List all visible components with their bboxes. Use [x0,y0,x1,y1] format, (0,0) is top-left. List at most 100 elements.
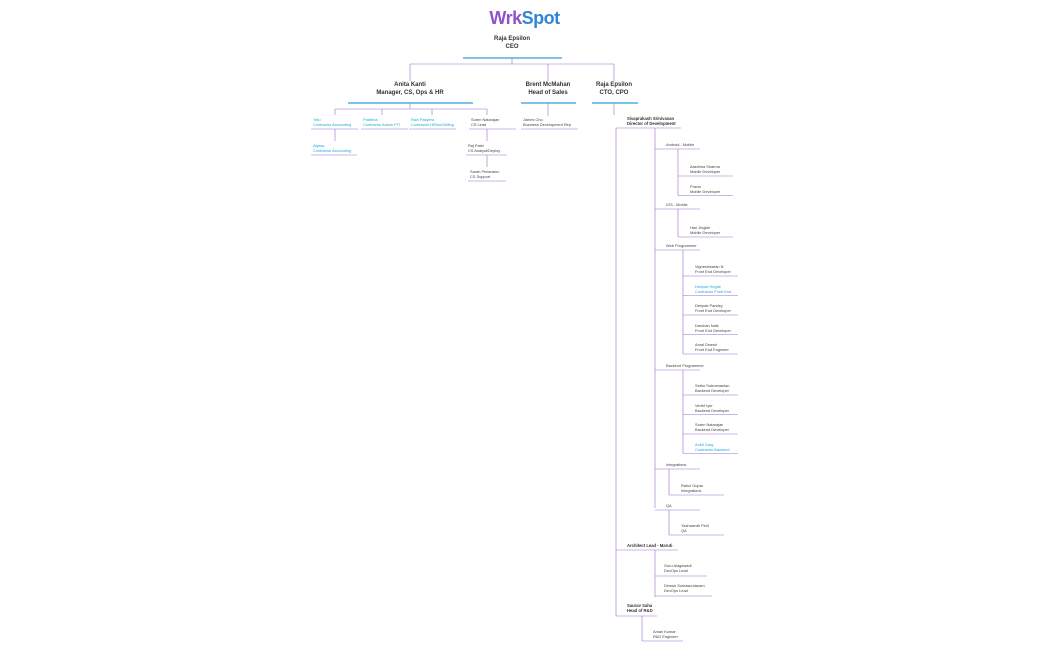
node-title: Business Development Rep [523,122,572,127]
node-title: Contractor Front End [695,288,732,294]
node-title: CEO [505,43,519,50]
node-title: Contractor HR/Ind Billing [411,122,454,127]
node-name: QA [666,503,672,508]
node-title: Manager, CS, Ops & HR [376,89,444,96]
node-name: Aashima Sharma [690,164,720,169]
node-title: Front End Engineer [695,347,729,352]
node-name: Suren Natarajan [471,117,500,122]
node-name: Guru Alagawadi [664,563,692,568]
node-title: DevOps Lead [664,568,688,573]
node-title: Backend Developer [695,407,729,413]
node-title: CS Analyst/Deploy [468,148,501,153]
node-name: Vertef Iyer [695,402,713,408]
node-title: Front End Developer [695,327,731,333]
node-name: Raja Epsilon [595,82,632,88]
node-name: Ravi Pasyera [411,117,435,122]
node-title: CS Support [470,174,491,179]
node-name: IOS - Mobile [666,202,688,207]
group-header: Android - Mobile [666,142,694,147]
node-title: Head of R&D [627,608,653,614]
node-name: Ankit Garg [695,441,714,447]
wrkspot-logo: WrkSpot [489,8,560,28]
node-title: Integrations [681,488,702,493]
node-name: Sethu Subramanian [695,383,730,388]
node-name: Pratibha [363,117,378,122]
node-title: Contractor Accounting [313,148,352,153]
node-name: Android - Mobile [666,142,695,147]
node-name: Architect Lead - Maruti [627,543,673,548]
node-name: Deepak Hegde [695,283,721,289]
node-title: Contractor Admin P/T [363,122,401,127]
group-header: Integrations [666,462,686,467]
node-name: Yalu [313,117,321,122]
node-title: Contractor Accounting [313,122,352,127]
node-name: Dinesh Somasundaram [664,583,705,588]
node-name: Sivaprakash Srinivasan [627,116,675,121]
node-title: CTO, CPO [599,89,629,96]
node-title: Front End Developer [695,269,731,274]
group-header: QA [666,503,672,508]
node-title: Head of Sales [528,89,568,96]
node-name: Pravin [690,183,702,189]
node-title: Front End Developer [695,308,731,313]
team-lead-card: Architect Lead - Maruti [627,543,672,548]
node-name: Integrations [666,462,687,467]
group-header: Web Programmer [666,243,697,248]
node-title: Mobile Developer [690,188,721,194]
node-title: R&D Engineer [653,634,678,639]
group-header: IOS - Mobile [666,202,688,207]
node-name: Sarah Periaramn [470,169,500,174]
node-name: Deepak Pandey [695,303,723,308]
node-name: Raja Epsilon [493,36,530,42]
node-title: Backend Developer [695,427,729,432]
node-name: Saurav Saha [627,603,653,608]
node-title: DevOps Lead [664,588,688,593]
node-title: CS Lead [471,122,487,127]
node-title: Backend Developer [695,388,729,393]
node-name: Raj Patel [468,143,484,148]
node-name: Brent McMahan [525,82,571,88]
node-name: Soren Natarajan [695,422,724,427]
node-name: Aman Kumar [653,629,676,634]
node-name: Web Programmer [666,243,697,248]
node-name: Darshan Naik [695,322,719,328]
node-name: Vigneshwaran N [695,264,724,269]
node-name: James Cho [523,117,543,122]
node-name: Anita Kanti [394,82,426,88]
node-title: QA [681,528,687,533]
node-title: Mobile Developer [690,230,721,235]
node-name: Backend Programmer [666,363,704,368]
node-name: Amal Dinesh [695,342,718,347]
node-title: Contractor Backend [695,446,730,452]
node-name: Hari Jingkle [690,225,711,230]
